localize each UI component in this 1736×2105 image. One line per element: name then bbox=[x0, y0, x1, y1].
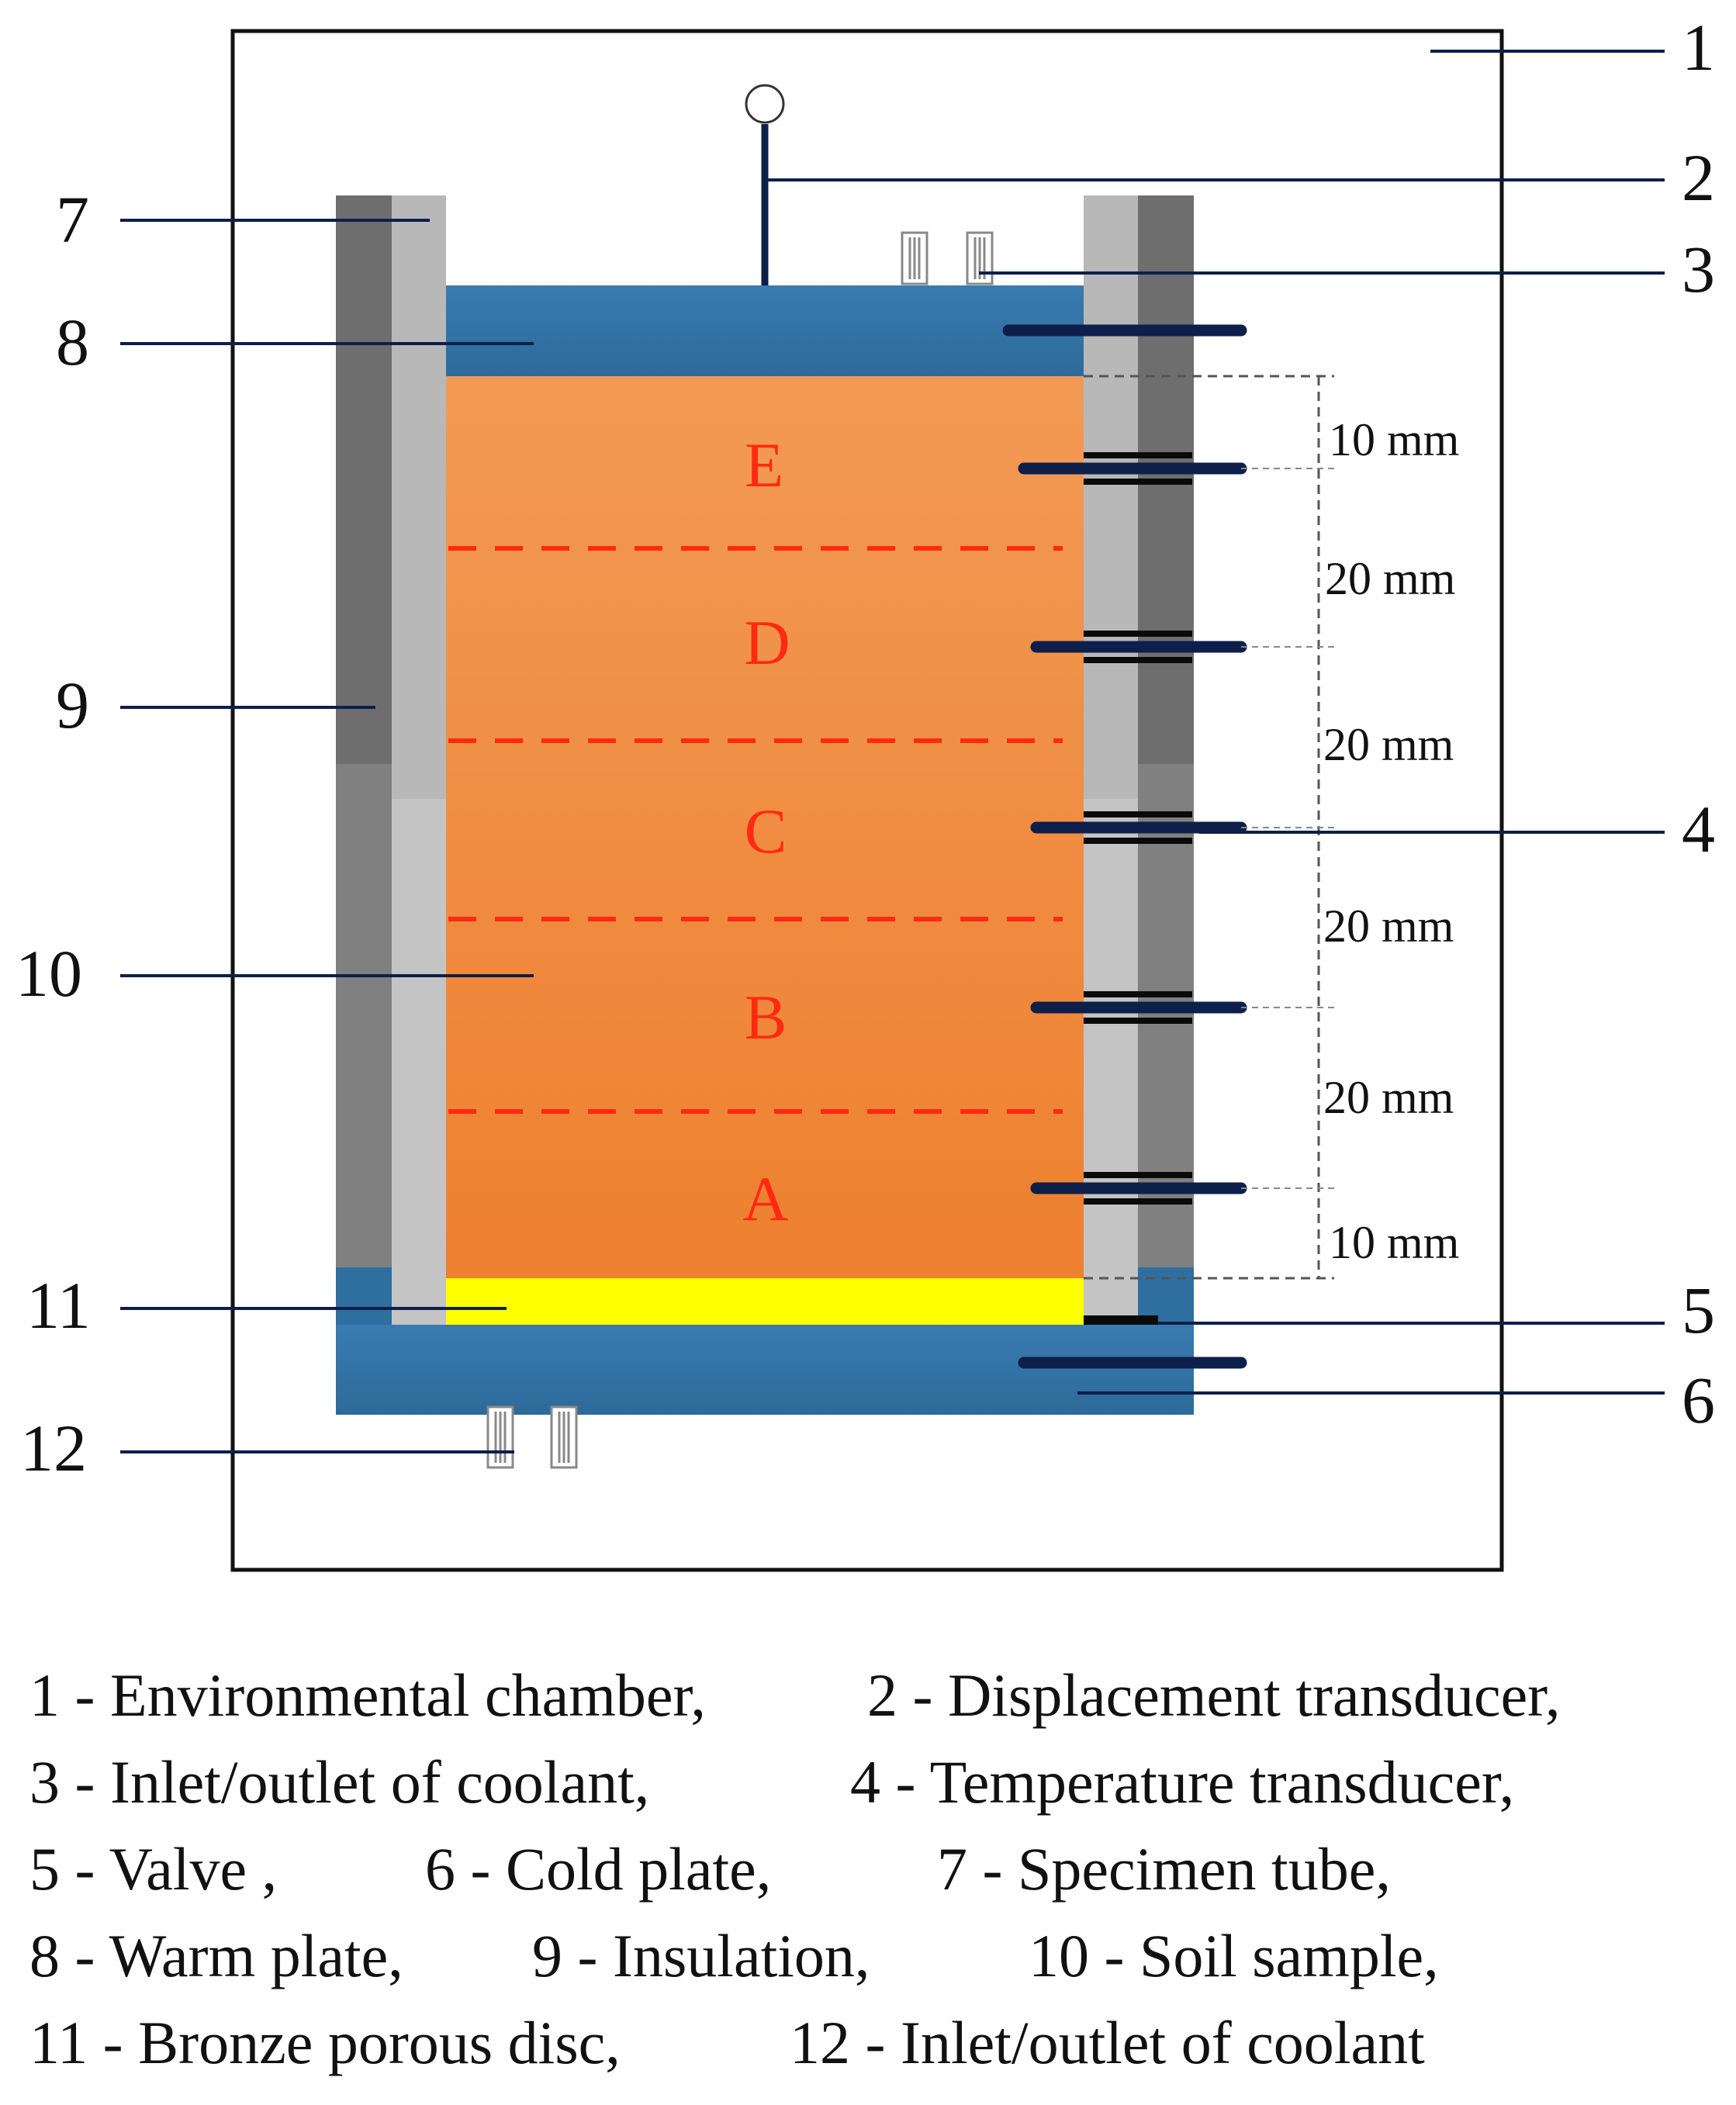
legend-line-3: 5 - Valve , 6 - Cold plate, 7 - Specimen t… bbox=[29, 1826, 1720, 1913]
zone-label-e: E bbox=[745, 430, 783, 500]
coolant-port-bottom bbox=[486, 1405, 578, 1469]
callout-3: 3 bbox=[1682, 232, 1715, 306]
zone-label-d: D bbox=[744, 607, 790, 678]
callout-2: 2 bbox=[1682, 140, 1715, 215]
callout-8: 8 bbox=[56, 305, 89, 379]
spacing-label-cb: 20 mm bbox=[1323, 900, 1454, 952]
zone-label-b: B bbox=[745, 982, 787, 1052]
cold-plate-side-right bbox=[1138, 1267, 1194, 1325]
legend-line-2: 3 - Inlet/outlet of coolant, 4 - Temperat… bbox=[29, 1739, 1720, 1826]
cold-plate bbox=[336, 1325, 1194, 1415]
legend-item-9: 9 - Insulation, bbox=[532, 1922, 870, 1989]
callout-11: 11 bbox=[26, 1268, 91, 1343]
valve bbox=[1084, 1315, 1158, 1325]
legend-item-3: 3 - Inlet/outlet of coolant, bbox=[29, 1748, 650, 1816]
legend-item-4: 4 - Temperature transducer, bbox=[850, 1748, 1515, 1816]
callout-9: 9 bbox=[56, 668, 89, 742]
specimen-tube-right-shade bbox=[1084, 799, 1138, 1325]
callout-6: 6 bbox=[1682, 1363, 1715, 1437]
spacing-label-a: 10 mm bbox=[1329, 1217, 1459, 1268]
legend-item-12: 12 - Inlet/outlet of coolant bbox=[790, 2009, 1425, 2076]
legend-item-6: 6 - Cold plate, bbox=[425, 1835, 772, 1903]
legend-line-5: 11 - Bronze porous disc, 12 - Inlet/outle… bbox=[29, 2000, 1720, 2086]
spacing-label-e: 10 mm bbox=[1329, 414, 1459, 465]
legend-line-1: 1 - Environmental chamber, 2 - Displaceme… bbox=[29, 1652, 1720, 1739]
legend: 1 - Environmental chamber, 2 - Displaceme… bbox=[29, 1652, 1720, 2086]
legend-item-1: 1 - Environmental chamber, bbox=[29, 1661, 706, 1729]
legend-item-10: 10 - Soil sample, bbox=[1029, 1922, 1439, 1989]
legend-line-4: 8 - Warm plate, 9 - Insulation, 10 - Soil … bbox=[29, 1913, 1720, 2000]
callout-5: 5 bbox=[1682, 1273, 1715, 1347]
zone-dividers bbox=[448, 546, 1063, 1114]
callout-4: 4 bbox=[1682, 792, 1715, 866]
spacing-label-dc: 20 mm bbox=[1323, 719, 1454, 770]
environmental-chamber bbox=[230, 29, 1504, 1572]
specimen-tube-left-shade bbox=[392, 799, 446, 1325]
probe-seals bbox=[1084, 452, 1192, 1205]
spacing-label-ed: 20 mm bbox=[1325, 553, 1455, 604]
warm-plate bbox=[446, 285, 1084, 376]
dimension-ticks bbox=[1241, 468, 1334, 1189]
insulation-left-shade bbox=[336, 764, 392, 1267]
callout-10: 10 bbox=[16, 936, 82, 1011]
zone-label-c: C bbox=[745, 796, 787, 866]
zone-label-a: A bbox=[742, 1163, 788, 1234]
spacing-label-ba: 20 mm bbox=[1323, 1072, 1454, 1123]
callout-leaders bbox=[120, 50, 1665, 1453]
legend-item-8: 8 - Warm plate, bbox=[29, 1922, 403, 1989]
callout-12: 12 bbox=[20, 1411, 87, 1485]
soil-sample bbox=[446, 376, 1084, 1278]
legend-item-5: 5 - Valve , bbox=[29, 1835, 278, 1903]
legend-item-2: 2 - Displacement transducer, bbox=[867, 1661, 1561, 1729]
coolant-port-top bbox=[901, 231, 994, 285]
callout-1: 1 bbox=[1682, 10, 1715, 85]
bronze-porous-disc bbox=[446, 1278, 1084, 1325]
legend-item-7: 7 - Specimen tube, bbox=[937, 1835, 1391, 1903]
temperature-probes bbox=[1002, 324, 1247, 1369]
cold-plate-side-left bbox=[336, 1267, 392, 1325]
displacement-transducer-head bbox=[745, 84, 785, 124]
legend-item-11: 11 - Bronze porous disc, bbox=[29, 2009, 621, 2076]
callout-7: 7 bbox=[56, 182, 89, 257]
